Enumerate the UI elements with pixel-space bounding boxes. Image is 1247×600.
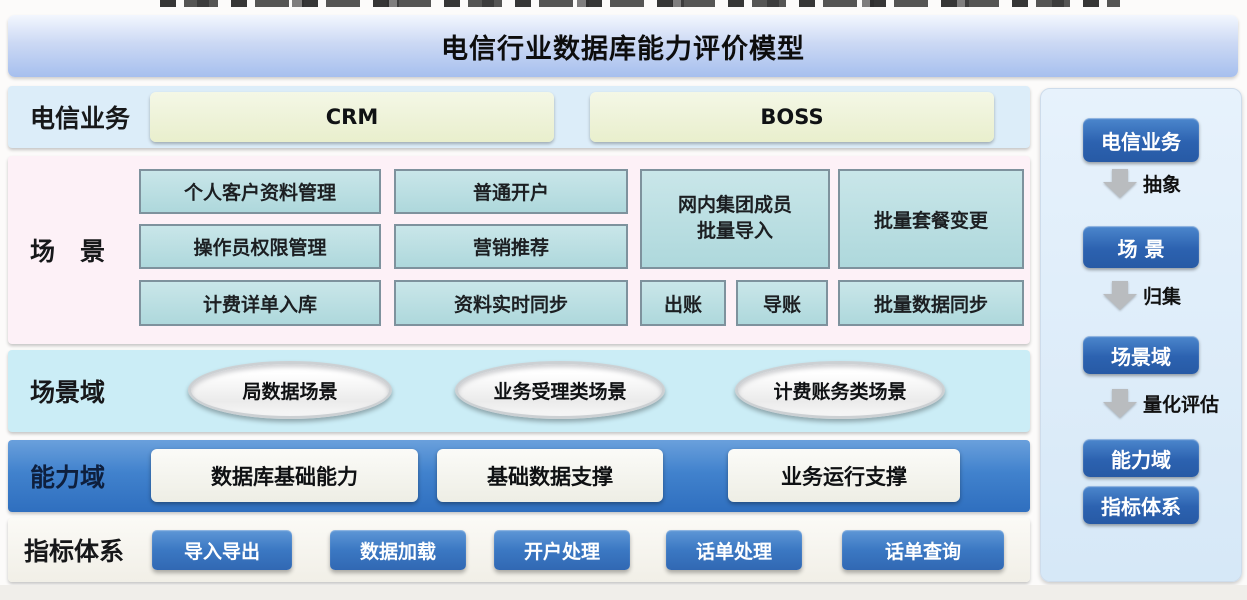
layer-capability-domain: 能力域 数据库基础能力 基础数据支撑 业务运行支撑 bbox=[8, 440, 1030, 512]
scenario-box-batch-data-sync: 批量数据同步 bbox=[838, 280, 1024, 326]
scenario-box-billing-detail-load: 计费详单入库 bbox=[139, 280, 381, 326]
system-box-crm: CRM bbox=[150, 92, 554, 142]
flow-step-collect: 归集 bbox=[1103, 281, 1181, 310]
flow-node-scenario: 场 景 bbox=[1083, 226, 1199, 268]
flow-step-label-quantify: 量化评估 bbox=[1143, 394, 1220, 416]
layer-scenario-domain: 场景域 局数据场景 业务受理类场景 计费账务类场景 bbox=[8, 350, 1030, 432]
down-arrow-icon bbox=[1103, 169, 1137, 198]
page-title: 电信行业数据库能力评价模型 bbox=[441, 33, 805, 65]
scenario-box-realtime-data-sync: 资料实时同步 bbox=[394, 280, 628, 326]
domain-ellipse-billing-account: 计费账务类场景 bbox=[735, 361, 945, 419]
flow-step-label-abstract: 抽象 bbox=[1143, 174, 1182, 196]
flow-node-telecom-business: 电信业务 bbox=[1083, 118, 1199, 162]
domain-ellipse-local-data: 局数据场景 bbox=[188, 361, 392, 419]
down-arrow-icon bbox=[1103, 281, 1137, 310]
layer-label-capability: 能力域 bbox=[30, 463, 106, 492]
down-arrow-icon bbox=[1103, 389, 1137, 418]
layer-label-indicator: 指标体系 bbox=[24, 537, 125, 566]
indicator-button-import-export: 导入导出 bbox=[152, 530, 292, 570]
flow-step-quantify: 量化评估 bbox=[1103, 389, 1219, 418]
indicator-button-cdr-query: 话单查询 bbox=[842, 530, 1004, 570]
scenario-box-batch-package-change: 批量套餐变更 bbox=[838, 169, 1024, 269]
system-box-boss: BOSS bbox=[590, 92, 994, 142]
scenario-box-operator-permission: 操作员权限管理 bbox=[139, 224, 381, 269]
scenario-box-account-import: 导账 bbox=[736, 280, 828, 326]
capability-box-db-basic: 数据库基础能力 bbox=[151, 449, 418, 502]
flow-node-indicator-system: 指标体系 bbox=[1083, 486, 1199, 524]
title-bar: 电信行业数据库能力评价模型 bbox=[8, 15, 1238, 77]
domain-ellipse-business-accept: 业务受理类场景 bbox=[455, 361, 665, 419]
scenario-box-marketing-recommend: 营销推荐 bbox=[394, 224, 628, 269]
flow-sidebar: 电信业务 抽象 场 景 归集 场景域 量化评估 能力域 指标体系 bbox=[1040, 88, 1242, 582]
flow-node-scenario-domain: 场景域 bbox=[1083, 336, 1199, 374]
layer-scenario: 场 景 个人客户资料管理 操作员权限管理 计费详单入库 普通开户 营销推荐 资料… bbox=[8, 156, 1030, 344]
capability-box-business-running: 业务运行支撑 bbox=[728, 449, 960, 502]
flow-step-label-collect: 归集 bbox=[1143, 286, 1182, 308]
indicator-button-account-open: 开户处理 bbox=[494, 530, 630, 570]
layer-label-scenario: 场 景 bbox=[30, 237, 106, 266]
page-bottom-margin bbox=[0, 585, 1247, 600]
capability-box-basic-data: 基础数据支撑 bbox=[437, 449, 663, 502]
cropped-text-fragments bbox=[160, 0, 1120, 7]
layer-indicator-system: 指标体系 导入导出 数据加载 开户处理 话单处理 话单查询 bbox=[8, 518, 1030, 582]
layer-label-scenario-domain: 场景域 bbox=[30, 378, 106, 407]
indicator-button-data-load: 数据加载 bbox=[330, 530, 466, 570]
scenario-box-billing-out: 出账 bbox=[640, 280, 726, 326]
flow-step-abstract: 抽象 bbox=[1103, 169, 1181, 198]
scenario-box-group-member-batch-import: 网内集团成员 批量导入 bbox=[640, 169, 830, 269]
layer-label-telecom: 电信业务 bbox=[30, 104, 131, 133]
scenario-box-personal-customer-data: 个人客户资料管理 bbox=[139, 169, 381, 214]
flow-node-capability-domain: 能力域 bbox=[1083, 439, 1199, 477]
indicator-button-cdr-process: 话单处理 bbox=[666, 530, 802, 570]
scenario-box-normal-account-open: 普通开户 bbox=[394, 169, 628, 214]
layer-telecom-business: 电信业务 CRM BOSS bbox=[8, 86, 1030, 148]
